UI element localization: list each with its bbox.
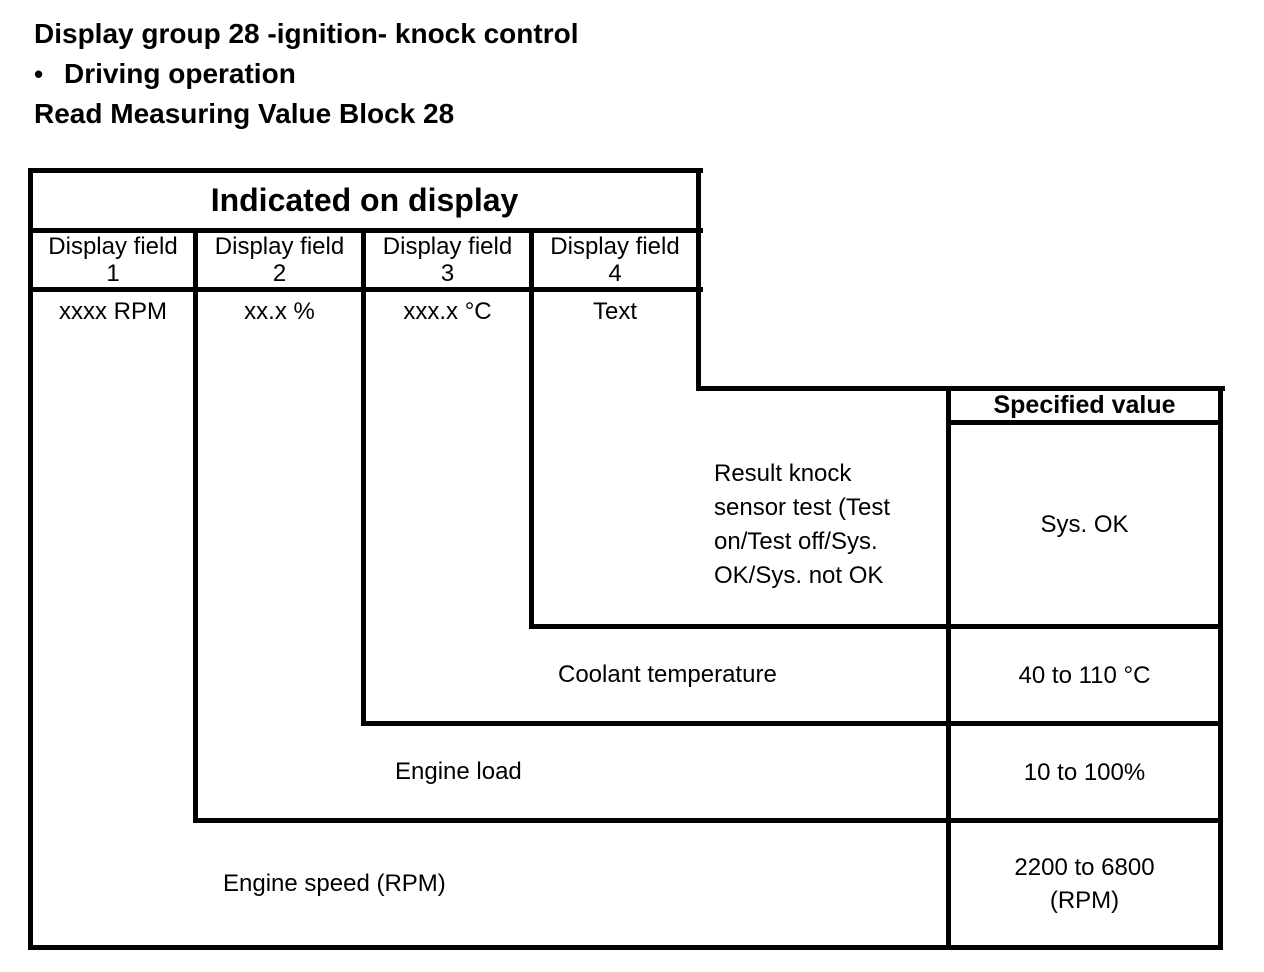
table-top-border [28,168,703,173]
display-field-4-format: Text [592,298,637,325]
display-field-4-number: 4 [608,260,622,287]
indicated-on-display-header: Indicated on display [210,182,519,218]
engine-load-specified-value: 10 to 100% [1023,758,1146,786]
knock-row-bottom-border [529,624,1223,629]
coolant-temperature-label: Coolant temperature [558,661,777,688]
row-engine-load: Engine load [198,726,946,818]
display-field-3-format: xxx.x °C [403,298,492,325]
col2-right-border [361,228,366,726]
coolant-row-bottom-border [361,721,1223,726]
coolant-temperature-specified-value: 40 to 110 °C [1018,661,1151,689]
col3-right-border [529,228,534,629]
bullet-item-label: Driving operation [64,58,296,89]
value-column-left-border [946,386,951,950]
load-row-bottom-border [193,818,1223,823]
table-left-border [28,168,33,950]
specified-header-divider [946,420,1223,425]
knock-sensor-label: Result knock sensor test (Test on/Test o… [714,459,891,589]
display-field-2-number: 2 [272,260,287,287]
page-title: Display group 28 -ignition- knock contro… [34,18,579,49]
display-field-1-label: Display field [48,233,178,260]
display-field-1-format: xxxx RPM [59,298,167,325]
engine-speed-specified-value: 2200 to 6800 (RPM) [1014,854,1155,914]
display-field-3-header: Display field 3 [366,233,529,287]
engine-load-label: Engine load [395,758,522,785]
specified-value-header: Specified value [993,391,1176,419]
table-bottom-border [28,945,1223,950]
col1-right-border [193,228,198,823]
engine-speed-label: Engine speed (RPM) [223,870,446,897]
display-field-4-label: Display field [550,233,680,260]
row-engine-speed: Engine speed (RPM) [33,823,946,945]
read-measuring-value-title: Read Measuring Value Block 28 [34,98,455,129]
display-field-3-label: Display field [382,233,513,260]
row-knock-sensor: Result knock sensor test (Test on/Test o… [534,425,946,624]
knock-sensor-specified-value: Sys. OK [1040,511,1129,538]
display-field-2-label: Display field [214,233,345,260]
display-field-1-header: Display field 1 [33,233,193,287]
display-field-2-format: xx.x % [244,298,315,325]
row-coolant-temperature: Coolant temperature [366,629,946,721]
display-field-1-number: 1 [106,260,120,287]
value-column-right-border [1218,386,1223,950]
step-line-specified-top [696,386,1225,391]
bullet-list-item: • Driving operation [34,54,296,94]
display-field-4-header: Display field 4 [534,233,696,287]
col4-right-border [696,168,701,391]
display-field-3-number: 3 [440,260,455,287]
display-field-2-header: Display field 2 [198,233,361,287]
bullet-icon: • [34,59,44,89]
